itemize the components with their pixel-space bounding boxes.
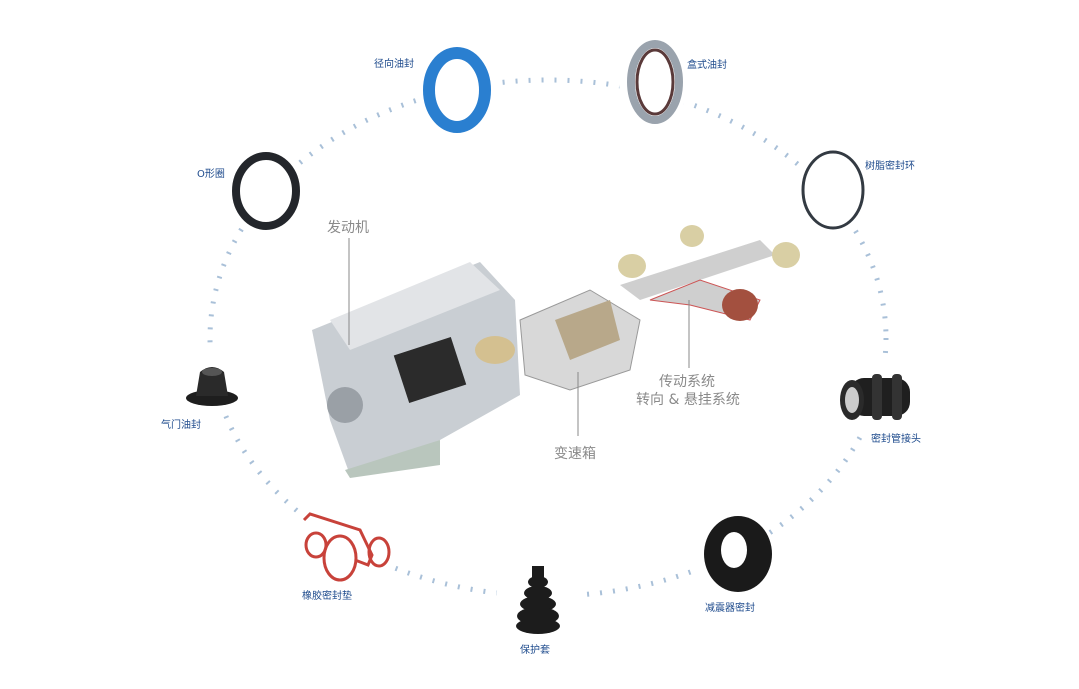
cassette-oil-seal-image [627, 40, 683, 124]
drivetrain-illustration [618, 225, 800, 321]
protective-boot-image [516, 566, 560, 634]
dotted-orbit [207, 77, 889, 599]
sealed-pipe-connector-image [840, 374, 910, 420]
label-valve-stem-seal: 气门油封 [161, 420, 201, 431]
label-resin-seal-ring: 树脂密封环 [865, 161, 915, 172]
label-shock-absorber-seal: 减震器密封 [705, 603, 755, 614]
valve-stem-seal-image [186, 367, 238, 406]
radial-oil-seal-image [423, 47, 491, 133]
label-steering-suspension: 转向 & 悬挂系统 [636, 392, 740, 408]
rubber-gasket-image [302, 512, 391, 582]
label-cassette-oil-seal: 盒式油封 [687, 60, 727, 71]
label-rubber-gasket: 橡胶密封垫 [302, 591, 352, 602]
label-sealed-pipe-connector: 密封管接头 [871, 434, 921, 445]
resin-seal-ring-image [801, 150, 865, 230]
engine-illustration [312, 262, 520, 478]
label-o-ring: O形圈 [197, 169, 225, 180]
shock-absorber-seal-image [704, 516, 772, 592]
o-ring-image [232, 152, 300, 230]
label-protective-boot: 保护套 [520, 645, 550, 656]
label-engine: 发动机 [327, 220, 369, 236]
label-drivetrain: 传动系统 [659, 374, 715, 390]
label-radial-oil-seal: 径向油封 [374, 59, 414, 70]
label-gearbox: 变速箱 [554, 446, 596, 462]
gearbox-illustration [519, 289, 641, 391]
